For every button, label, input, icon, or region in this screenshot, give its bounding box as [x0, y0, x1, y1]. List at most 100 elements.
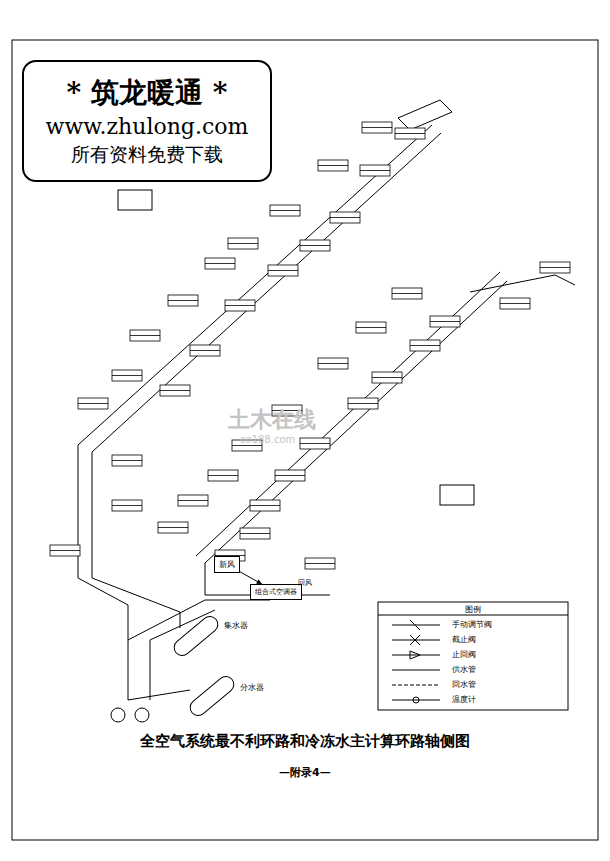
legend-text: 截止阀 [452, 634, 476, 645]
pipe-tag [78, 398, 108, 409]
supply-pipe [78, 125, 432, 578]
pipe-tag-rule [356, 327, 386, 328]
pipe-tag-rule [178, 500, 208, 501]
pipe-tag-box [318, 160, 348, 171]
thermometer [413, 697, 419, 703]
pipe-tag [372, 372, 402, 383]
air-duct [205, 281, 507, 563]
pipe-tag-rule [318, 363, 348, 364]
pipe-tag-rule [112, 460, 142, 461]
node-text: 所有资料免费下载 [71, 142, 223, 168]
pipe-tag-box [300, 438, 330, 449]
pipe-tag-rule [300, 443, 330, 444]
pipe-tag-rule [540, 267, 570, 268]
pipe-tag [130, 330, 160, 341]
pipe-tag-rule [250, 505, 280, 506]
pipe-tag-rule [240, 533, 270, 534]
pipe-tag-rule [78, 403, 108, 404]
equipment-label: 集水器 [224, 620, 248, 631]
pipe-tag [410, 340, 440, 351]
pipe-tag [318, 358, 348, 369]
pipe-tag-rule [112, 505, 142, 506]
pipe-tag [240, 528, 270, 539]
ahu-box: 组合式空调器 [250, 584, 302, 600]
legend-text: 供水管 [452, 664, 476, 675]
valve-stroke [410, 635, 420, 645]
pipe-tag-rule [305, 563, 335, 564]
frame [12, 40, 598, 840]
pipe-tag [430, 316, 460, 327]
pipe-tag-box [362, 122, 392, 133]
legend-line [392, 700, 440, 701]
pipe-tag-rule [410, 345, 440, 346]
pipe-tag [348, 398, 378, 409]
legend-frame [378, 602, 568, 710]
pipe-tag [112, 370, 142, 381]
pipe-tag-box [360, 165, 390, 176]
cooling-tower [398, 100, 452, 130]
pipe-tag [228, 238, 258, 249]
pipe-tag-rule [360, 170, 390, 171]
pipe-tag-rule [362, 127, 392, 128]
pipe [92, 578, 180, 628]
pipe-tag [275, 470, 305, 481]
pipe-tag-rule [268, 270, 298, 271]
pipe-tag-box [168, 295, 198, 306]
pipe-tag [362, 122, 392, 133]
pipe-tag [208, 470, 238, 481]
pipe [150, 610, 215, 700]
pipe-tag-box [130, 330, 160, 341]
pipe-tag-box [500, 298, 530, 309]
pipe-tag [330, 212, 360, 223]
pipe-tag-rule [168, 300, 198, 301]
pipe-tag-rule [270, 210, 300, 211]
note-table [440, 485, 474, 505]
pipe-tag-box [205, 258, 235, 269]
pipe-tag [300, 240, 330, 251]
pipe-tag-box [112, 370, 142, 381]
pipe-tag [392, 288, 422, 299]
pipe-tag-box [270, 205, 300, 216]
pipe-tag-box [225, 300, 255, 311]
diagram-caption: —附录4— [279, 765, 331, 780]
chiller-symbol [111, 708, 125, 722]
pipe-tag-box [305, 558, 335, 569]
legend-text: 手动调节阀 [452, 619, 492, 630]
pipe-tag-box [540, 262, 570, 273]
pipe-tag-box [112, 455, 142, 466]
pipe-tag-box [228, 238, 258, 249]
pipe-tag [356, 322, 386, 333]
pipe-tag [305, 558, 335, 569]
pipe-tag [225, 300, 255, 311]
pipe-tag-rule [130, 335, 160, 336]
pipe-tag [318, 160, 348, 171]
pipe-tag-box [410, 340, 440, 351]
pipe-tag [160, 385, 190, 396]
pipe-tag [268, 265, 298, 276]
pipe-tag-box [348, 398, 378, 409]
note-table [118, 190, 152, 210]
pipe-tag [112, 500, 142, 511]
pipe-tag-box [112, 500, 142, 511]
connector [240, 572, 262, 584]
pipe-tag-rule [232, 445, 262, 446]
pipe-tag [500, 298, 530, 309]
pipe-tag-rule [205, 263, 235, 264]
pipe-tag-box [318, 358, 348, 369]
pipe-tag [168, 295, 198, 306]
pipe-tag [270, 205, 300, 216]
pipe-tag [205, 258, 235, 269]
pipe-tag [50, 545, 80, 556]
check-valve [410, 651, 420, 659]
pipe-tag-rule [348, 403, 378, 404]
legend-rule [378, 615, 568, 616]
pipe-tag-rule [208, 475, 238, 476]
pipe-tag-box [250, 500, 280, 511]
pipe-tag-rule [500, 303, 530, 304]
connector-line [240, 572, 262, 584]
pipe [128, 690, 190, 700]
pipe-tag-rule [392, 293, 422, 294]
legend-heading: 图例 [465, 604, 481, 615]
pipe-tag-rule [225, 305, 255, 306]
pipe [128, 600, 270, 640]
